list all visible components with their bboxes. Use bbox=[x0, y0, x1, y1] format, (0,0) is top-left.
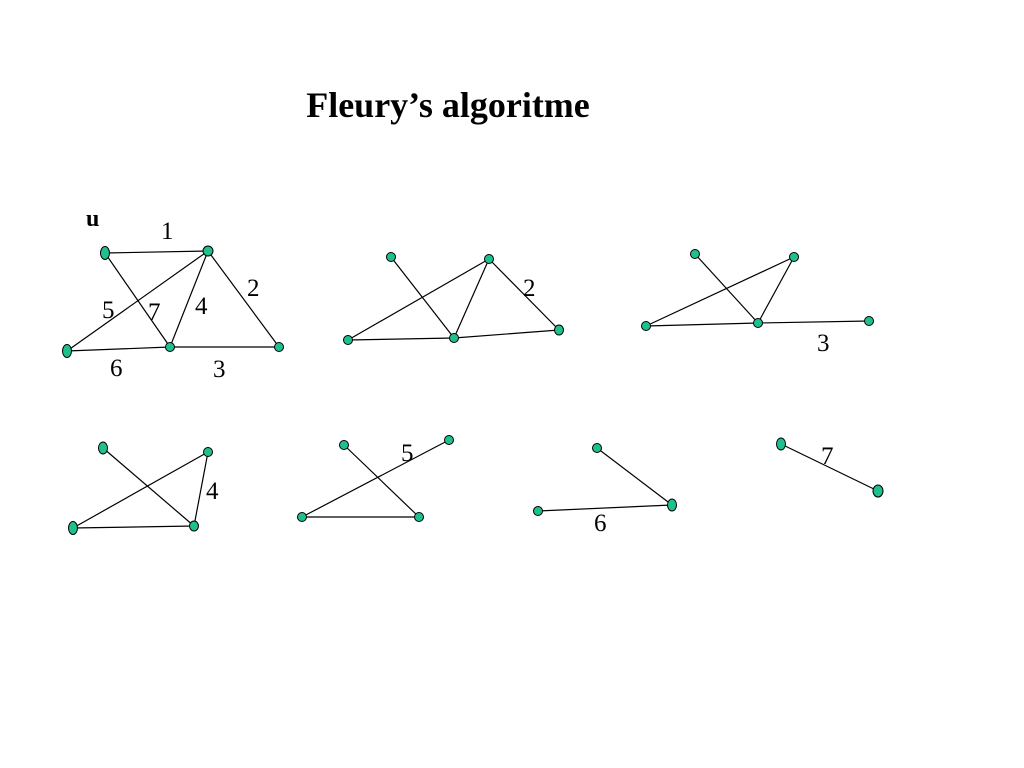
edge-4 bbox=[453, 258, 490, 339]
vertex bbox=[343, 335, 353, 345]
edge-4 bbox=[757, 256, 795, 324]
vertex bbox=[189, 520, 199, 532]
edge-3 bbox=[453, 329, 560, 339]
vertex bbox=[484, 254, 494, 264]
edge-7 bbox=[596, 447, 673, 506]
start-vertex-label: u bbox=[86, 206, 99, 232]
vertex bbox=[68, 521, 78, 535]
edge-6 bbox=[66, 346, 171, 352]
vertex bbox=[297, 512, 307, 522]
edge-label-4: 4 bbox=[195, 293, 208, 320]
edge-label-7: 7 bbox=[148, 299, 161, 326]
vertex bbox=[98, 441, 108, 455]
vertex bbox=[667, 498, 677, 512]
edge-1 bbox=[104, 250, 209, 254]
vertex bbox=[449, 333, 459, 343]
edge-7 bbox=[780, 443, 879, 492]
vertex bbox=[62, 344, 72, 358]
vertex bbox=[414, 512, 424, 522]
edge-6 bbox=[645, 322, 759, 327]
graph-step-1: u 1 2 3 4 5 6 7 bbox=[62, 206, 284, 383]
vertex bbox=[872, 484, 884, 498]
edge-5 bbox=[72, 451, 209, 529]
edge-5 bbox=[347, 258, 490, 341]
edge-label-1: 1 bbox=[161, 218, 174, 245]
edge-7 bbox=[104, 252, 171, 348]
edge-label-3: 3 bbox=[817, 330, 830, 357]
graph-step-6: 6 bbox=[533, 443, 677, 537]
graph-step-5: 5 bbox=[297, 435, 454, 522]
vertex bbox=[592, 443, 602, 453]
slide-title-text: Fleury’s algoritme bbox=[306, 85, 590, 125]
vertex bbox=[386, 252, 396, 262]
vertex bbox=[202, 245, 214, 257]
edge-label-5: 5 bbox=[401, 440, 414, 467]
graph-step-7: 7 bbox=[776, 437, 884, 498]
edge-5 bbox=[301, 439, 450, 518]
edge-7 bbox=[102, 447, 195, 527]
edge-label-6: 6 bbox=[110, 355, 123, 382]
vertex bbox=[789, 252, 799, 262]
edge-label-6: 6 bbox=[594, 510, 607, 537]
edge-6 bbox=[347, 337, 455, 341]
graph-step-4: 4 bbox=[68, 441, 219, 535]
vertex bbox=[533, 506, 543, 516]
edge-4 bbox=[193, 451, 209, 527]
vertex bbox=[339, 440, 349, 450]
vertex bbox=[203, 447, 213, 457]
edge-label-2: 2 bbox=[247, 275, 260, 302]
vertex bbox=[444, 435, 454, 445]
graph-step-2: 2 bbox=[343, 252, 564, 345]
vertex bbox=[641, 321, 651, 331]
vertex-u bbox=[100, 246, 110, 260]
edge-label-7: 7 bbox=[821, 443, 834, 470]
edge-4 bbox=[169, 250, 209, 348]
edge-7 bbox=[694, 253, 759, 324]
edge-3 bbox=[757, 320, 870, 324]
graph-step-3: 3 bbox=[641, 249, 874, 357]
vertex bbox=[554, 324, 564, 336]
vertex bbox=[165, 342, 175, 352]
edge-5 bbox=[645, 256, 795, 327]
edge-2 bbox=[488, 258, 560, 331]
edge-label-3: 3 bbox=[213, 356, 226, 383]
edge-6 bbox=[72, 525, 195, 529]
edge-2 bbox=[207, 250, 280, 348]
edge-7 bbox=[390, 256, 455, 339]
slide-title: Fleury’s algoritme bbox=[0, 84, 896, 126]
vertex bbox=[864, 316, 874, 326]
vertex bbox=[753, 318, 763, 328]
edge-6 bbox=[537, 504, 673, 512]
edge-label-4: 4 bbox=[206, 478, 219, 505]
edge-label-5: 5 bbox=[102, 297, 115, 324]
vertex bbox=[690, 249, 700, 259]
edge-7 bbox=[343, 444, 420, 518]
vertex bbox=[776, 437, 786, 451]
vertex bbox=[274, 342, 284, 352]
edge-label-2: 2 bbox=[523, 275, 536, 302]
